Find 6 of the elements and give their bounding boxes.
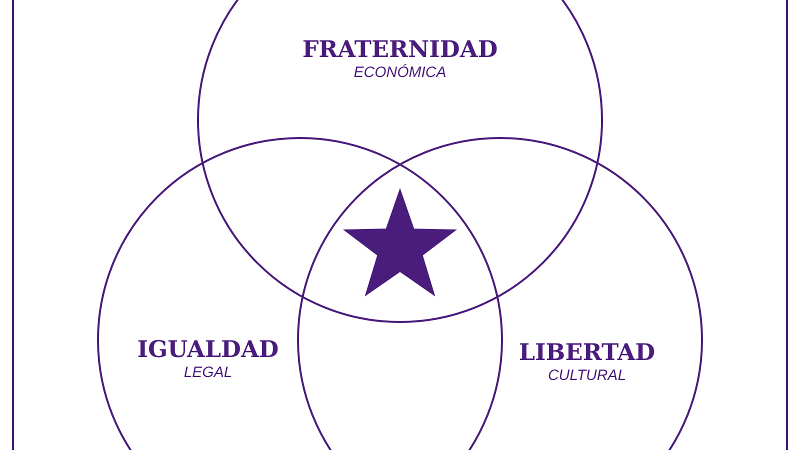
circle-subtitle: LEGAL <box>184 365 232 380</box>
circle-subtitle: CULTURAL <box>548 368 626 383</box>
circle-heading: FRATERNIDAD <box>302 38 498 61</box>
circle-heading: IGUALDAD <box>137 338 279 361</box>
circle-subtitle: ECONÓMICA <box>354 65 446 80</box>
circle-heading: LIBERTAD <box>518 341 656 364</box>
